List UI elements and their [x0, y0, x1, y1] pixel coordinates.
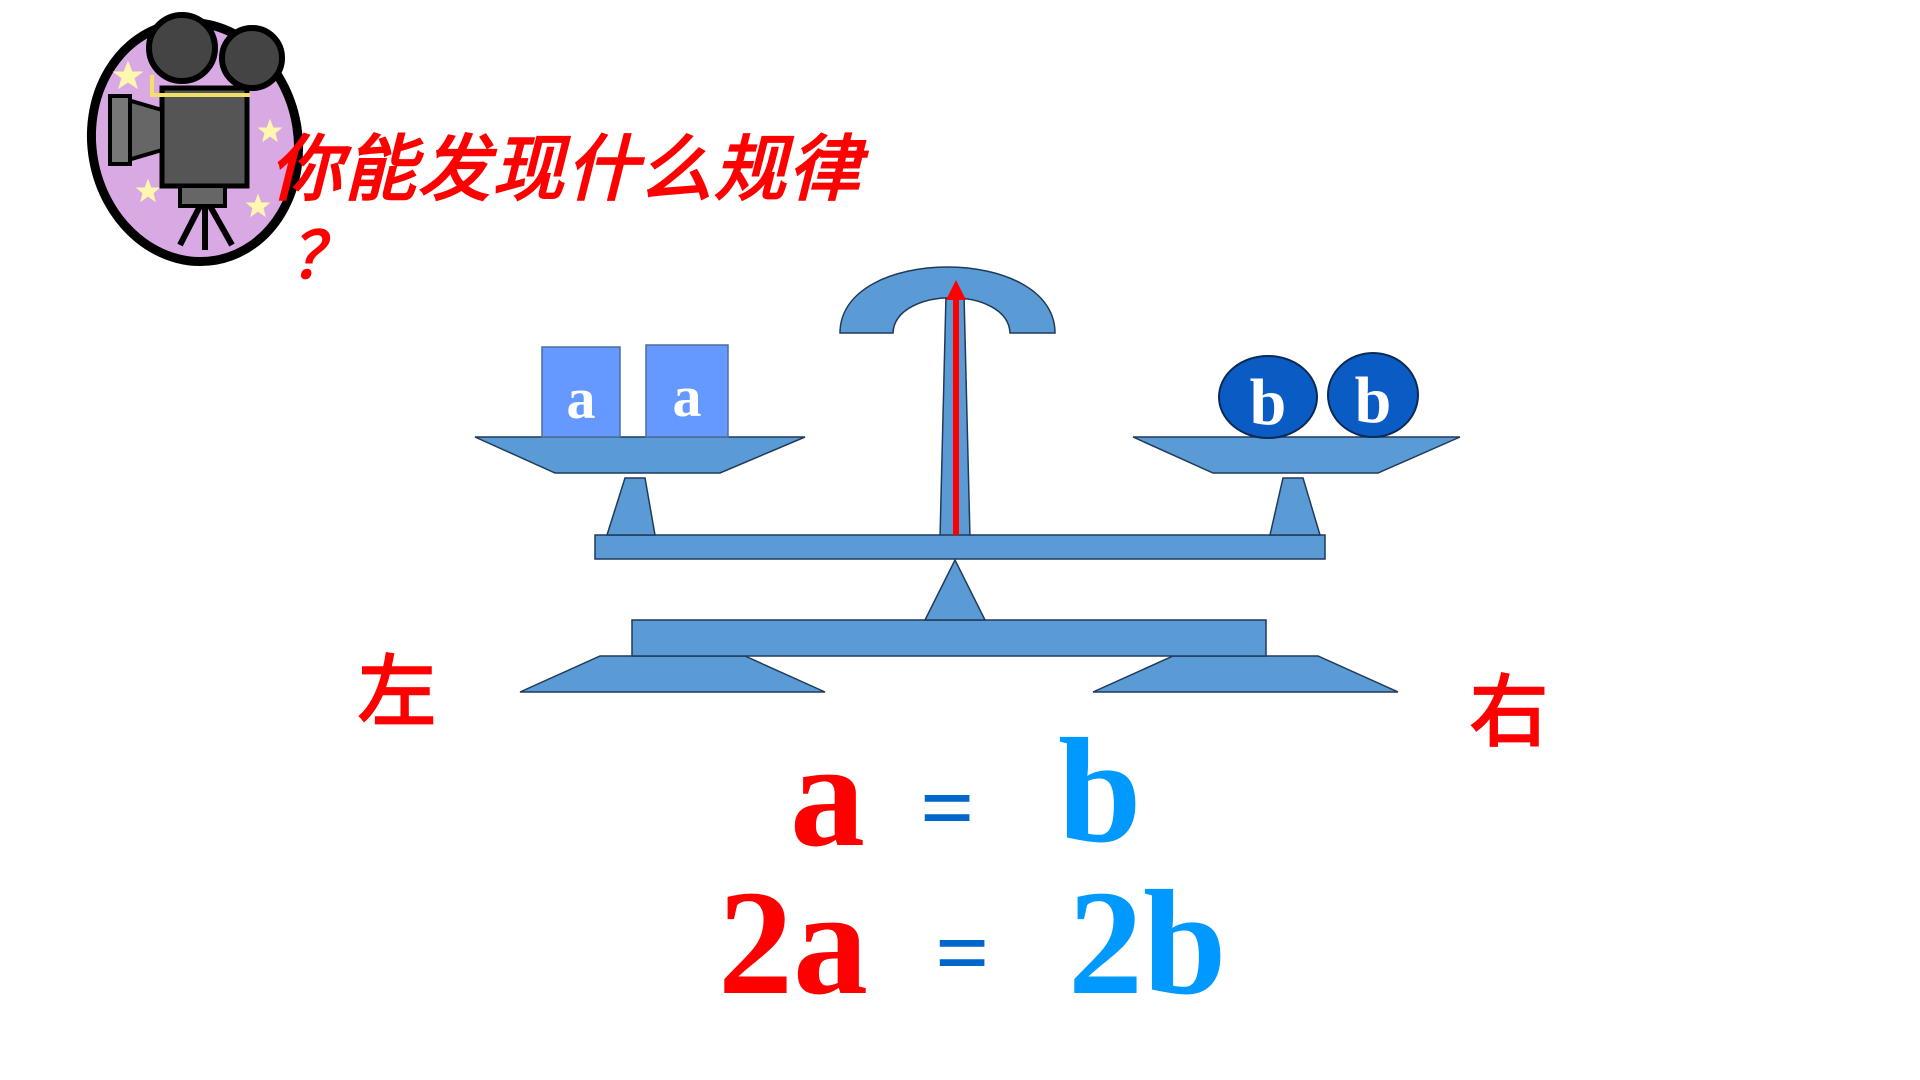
ball-b-2-label: b [1355, 364, 1392, 437]
balance-scale [474, 266, 1461, 693]
equation-2-left: 2a [718, 860, 868, 1026]
base-foot-right [1092, 655, 1399, 693]
title-question-mark: ？ [290, 220, 356, 294]
ball-b-1 [1218, 355, 1318, 439]
equation-2-equals: = [935, 899, 990, 1006]
equation-2-right: 2b [1068, 860, 1227, 1026]
left-pan-blocks: a a [541, 344, 729, 438]
base-foot-left [519, 655, 826, 693]
equation-1-right: b [1058, 708, 1142, 874]
title: 你能发现什么规律 [270, 127, 863, 211]
block-a-2-label: a [673, 364, 702, 429]
ball-b-2 [1327, 352, 1419, 438]
equation-1-left: a [790, 712, 865, 878]
left-pan [474, 436, 806, 474]
left-pan-support [605, 477, 656, 536]
fulcrum [923, 558, 987, 621]
equation-1-equals: = [920, 754, 975, 861]
balance-beam [594, 534, 1326, 560]
block-a-1-label: a [567, 366, 596, 431]
block-a-1 [541, 346, 621, 438]
base-bar [631, 619, 1267, 657]
scale-head-arc [839, 266, 1056, 334]
right-pan-support [1269, 477, 1322, 536]
right-pan-balls: b b [1218, 352, 1419, 439]
pointer-arrow [946, 280, 966, 535]
ball-b-1-label: b [1250, 366, 1287, 439]
right-side-label: 右 [1470, 668, 1549, 758]
block-a-2 [645, 344, 729, 438]
right-pan [1132, 436, 1461, 474]
film-camera-icon [86, 12, 304, 267]
left-side-label: 左 [358, 648, 437, 738]
